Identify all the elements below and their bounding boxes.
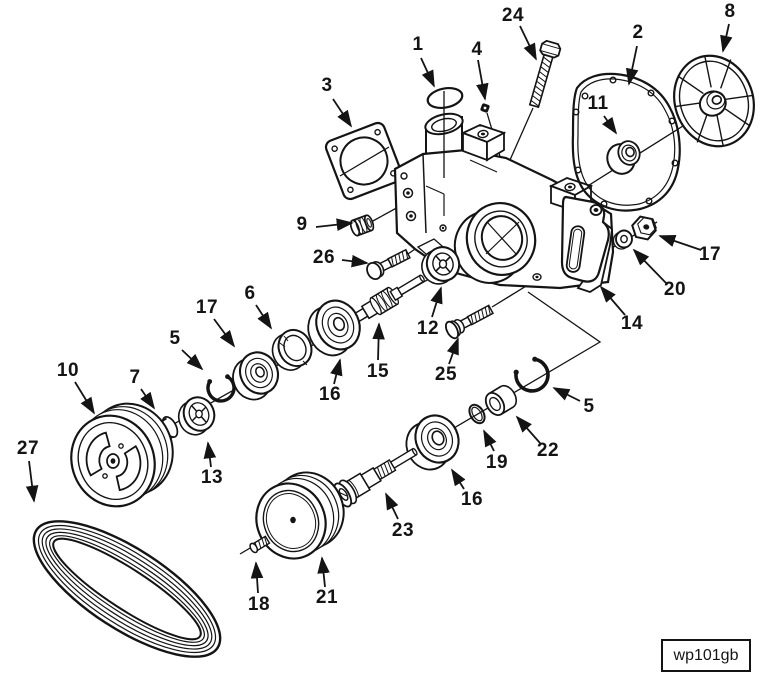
part-17-bearing bbox=[232, 351, 280, 401]
part-17-nut bbox=[631, 215, 657, 241]
part-6-seal bbox=[271, 328, 313, 371]
part-16-bearing-upper bbox=[307, 299, 361, 357]
part-5-snap-ring-left bbox=[206, 374, 236, 403]
part-19-o-ring bbox=[468, 403, 486, 425]
housing-boss-front bbox=[460, 124, 507, 162]
callout-arrows bbox=[25, 23, 733, 594]
part-9-plug bbox=[349, 214, 375, 237]
part-13-seal bbox=[177, 396, 216, 436]
part-11-hub bbox=[606, 140, 641, 175]
part-3-gasket bbox=[324, 121, 404, 201]
part-10-pulley bbox=[70, 402, 174, 508]
part-22-bushing bbox=[484, 384, 518, 416]
figure-code-box: wp101gb bbox=[661, 639, 751, 672]
part-16-bearing-lower bbox=[405, 414, 460, 471]
part-14-bracket bbox=[560, 195, 613, 293]
part-25-bolt bbox=[444, 304, 494, 340]
part-12-seal bbox=[421, 246, 461, 285]
part-1-o-ring bbox=[426, 86, 464, 178]
part-23-shaft bbox=[333, 447, 418, 508]
figure-code-label: wp101gb bbox=[673, 646, 739, 664]
part-24-bolt bbox=[528, 39, 562, 109]
part-26-bolt bbox=[366, 248, 411, 281]
part-8-impeller bbox=[673, 54, 755, 148]
part-20-washer bbox=[612, 229, 633, 250]
part-18-bolt bbox=[249, 535, 271, 554]
part-5-snap-ring-right bbox=[513, 356, 550, 393]
part-2-gasket bbox=[571, 72, 681, 212]
part-21-pulley bbox=[255, 471, 345, 560]
part-4-plug bbox=[480, 103, 490, 113]
part-27-belt bbox=[32, 520, 222, 658]
part-15-shaft bbox=[353, 274, 425, 323]
